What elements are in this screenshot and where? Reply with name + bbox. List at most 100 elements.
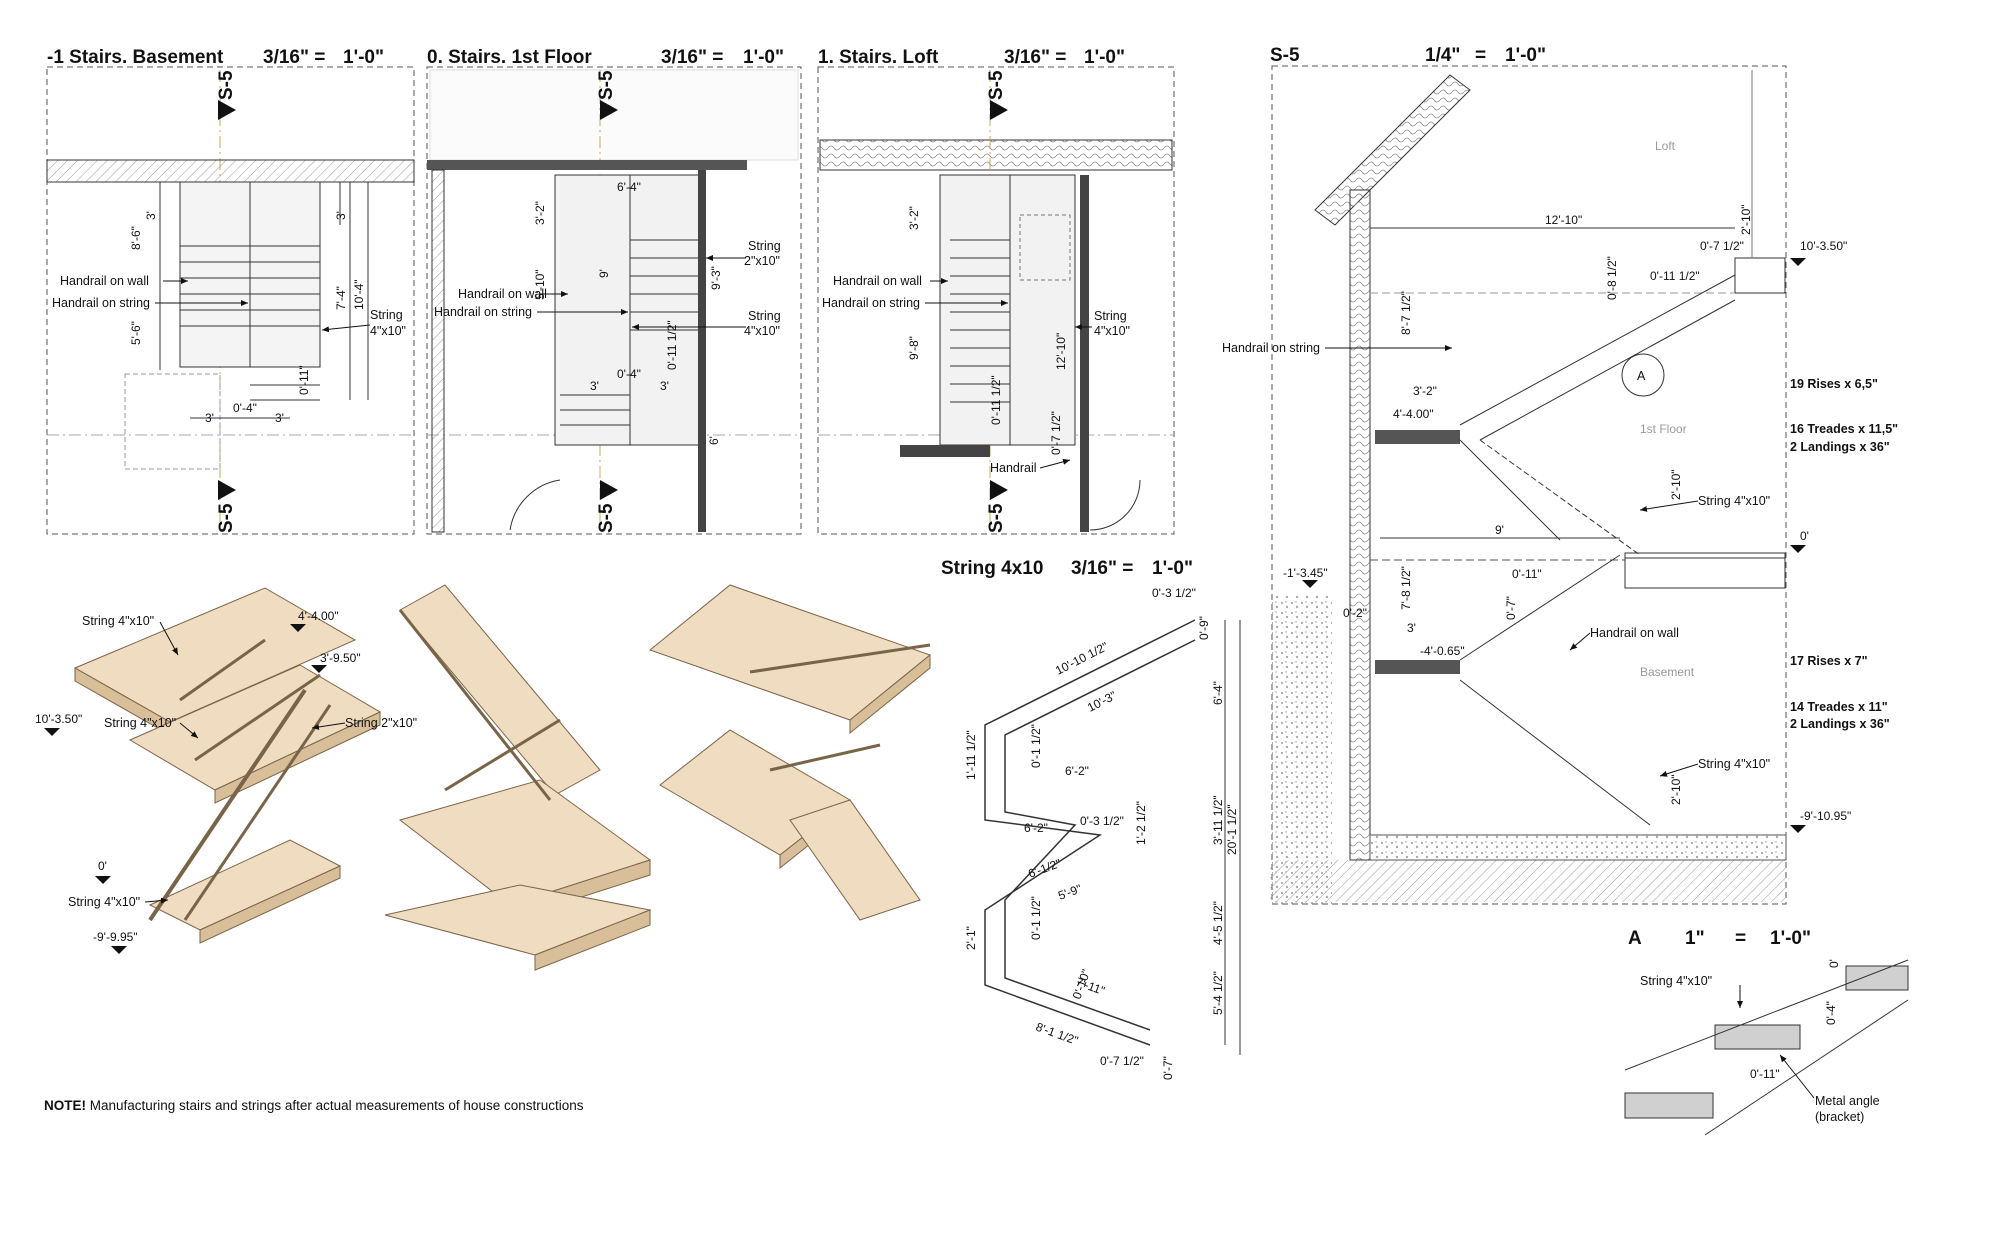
plan-first-floor-title: 0. Stairs. 1st Floor: [427, 47, 592, 68]
detail-eq: =: [1735, 928, 1746, 949]
detail-bracket-label: Metal angle: [1815, 1094, 1880, 1108]
iso-level: 10'-3.50": [35, 712, 82, 726]
label-string-4x10: String: [1094, 309, 1127, 323]
detail-scale: 1": [1685, 928, 1705, 949]
spec-upper-landings: 2 Landings x 36": [1790, 440, 1890, 454]
dim: 0'-7 1/2": [1049, 411, 1063, 455]
door-swing: [1089, 479, 1141, 531]
label-string-4x10: String: [748, 309, 781, 323]
spec-lower-treads: 14 Treades x 11": [1790, 700, 1888, 714]
section-marker-bottom: S-5: [986, 503, 1007, 533]
label-handrail-wall: Handrail on wall: [60, 274, 149, 288]
tread: [1714, 1024, 1801, 1050]
dim: 2'-10": [1739, 204, 1753, 235]
label-string-4x10-size: 4"x10": [744, 324, 780, 338]
label-handrail: Handrail: [990, 461, 1037, 475]
plan-first-floor-scale: 3/16" =: [661, 47, 723, 68]
room-basement: Basement: [1640, 665, 1695, 679]
section-marker-bottom: S-5: [216, 503, 237, 533]
section-arrow: [218, 480, 236, 500]
tread: [1624, 1092, 1714, 1119]
detail-callout: [1621, 353, 1665, 397]
roof: [1314, 74, 1471, 226]
isometric-view-3: [648, 584, 932, 921]
plan-basement-scale-value: 1'-0": [343, 47, 384, 68]
dim: 3': [334, 211, 348, 220]
plan-basement: -1 Stairs. Basement 3/16" = 1'-0" S-5 S-…: [46, 47, 415, 535]
exterior-wall: [1349, 189, 1371, 861]
dim: 0'-2": [1343, 606, 1367, 620]
iso-string-label: String 4"x10": [68, 895, 140, 909]
dim: 0'-11 1/2": [1650, 269, 1700, 283]
string-detail: String 4x10 3/16" = 1'-0" 0'-3 1/2" 0'-9…: [941, 558, 1241, 1080]
plan-basement-frame: [46, 66, 415, 535]
dim: 0': [1827, 959, 1841, 968]
spec-lower-rises: 17 Rises x 7": [1790, 654, 1868, 668]
iso-string-label: String 2"x10": [345, 716, 417, 730]
dim: 7'-8 1/2": [1399, 566, 1413, 610]
dim: 9': [1495, 523, 1504, 537]
section-title: S-5: [1270, 45, 1300, 66]
stair-treads: [560, 175, 700, 445]
label-string-2x10: String: [748, 239, 781, 253]
stair-treads: [180, 182, 320, 401]
plan-loft: 1. Stairs. Loft 3/16" = 1'-0" S-5 S-5 Ha…: [817, 47, 1175, 535]
room-loft: Loft: [1655, 139, 1676, 153]
dim: 8'-1 1/2": [1034, 1020, 1080, 1048]
section-stairs: [1459, 274, 1736, 826]
dim: 7'-4": [334, 286, 348, 310]
dim: 0'-7 1/2": [1700, 239, 1744, 253]
roof-insulation: [819, 139, 1173, 171]
dim: 6'-1/2": [1026, 856, 1063, 881]
dim: 0'-11": [1750, 1067, 1780, 1081]
detail-bracket-label-2: (bracket): [1815, 1110, 1864, 1124]
dim: 0'-3 1/2": [1152, 586, 1196, 600]
note-text: Manufacturing stairs and strings after a…: [86, 1098, 584, 1113]
label-string-4x10: String: [370, 308, 403, 322]
dim: 5'-9": [1056, 881, 1083, 902]
isometric-labels: String 4"x10" String 4"x10" String 2"x10…: [35, 609, 417, 954]
label-handrail-string: Handrail on string: [52, 296, 150, 310]
dim: 2'-10": [1669, 774, 1683, 805]
label-handrail-wall: Handrail on wall: [833, 274, 922, 288]
section-dimensions: 12'-10" 2'-10" 0'-7 1/2" 0'-8 1/2" 0'-11…: [1343, 204, 1753, 805]
dim: 5'-4 1/2": [1211, 971, 1225, 1015]
plan-loft-scale-value: 1'-0": [1084, 47, 1125, 68]
dim: 0'-1 1/2": [1029, 724, 1043, 768]
detail-callout-label: A: [1637, 369, 1646, 383]
spec-upper-treads: 16 Treades x 11,5": [1790, 422, 1898, 436]
isometric-view-1: [73, 587, 382, 944]
dim: 3': [660, 379, 669, 393]
manufacturing-note: NOTE! Manufacturing stairs and strings a…: [44, 1098, 584, 1113]
string-outline: [1004, 639, 1196, 1031]
foundation: [1270, 860, 1786, 902]
dim: 1'-11 1/2": [964, 730, 978, 780]
dim: 0'-3 1/2": [1080, 814, 1124, 828]
detail-a: A 1" = 1'-0" String 4"x10" 0'-4" 0'-11" …: [1624, 928, 1909, 1136]
dim: 6'-2": [1065, 764, 1089, 778]
dim: 6': [707, 436, 721, 445]
iso-level: 0': [98, 859, 107, 873]
isometric-view-2: [384, 584, 652, 971]
string-title: String 4x10: [941, 558, 1043, 579]
plan-first-floor-scale-value: 1'-0": [743, 47, 784, 68]
string-scale: 3/16" =: [1071, 558, 1133, 579]
dim: 12'-10": [1054, 333, 1068, 370]
dim: 0'-7 1/2": [1100, 1054, 1144, 1068]
section-marker-top: S-5: [216, 70, 237, 100]
wall: [431, 169, 445, 533]
dim: 10'-4": [352, 279, 366, 310]
dim: 9': [597, 269, 611, 278]
slab: [1369, 834, 1787, 861]
dim: 4'-4.00": [1393, 407, 1434, 421]
dim: 9'-3": [709, 266, 723, 290]
string-scale-value: 1'-0": [1152, 558, 1193, 579]
iso-string-label: String 4"x10": [82, 614, 154, 628]
dim: 2'-1": [964, 926, 978, 950]
landing: [1375, 430, 1460, 444]
label-string: String 4"x10": [1698, 494, 1770, 508]
section-scale: 1/4": [1425, 45, 1460, 66]
dim: -4'-0.65": [1420, 644, 1465, 658]
section-frame: [1271, 65, 1787, 905]
